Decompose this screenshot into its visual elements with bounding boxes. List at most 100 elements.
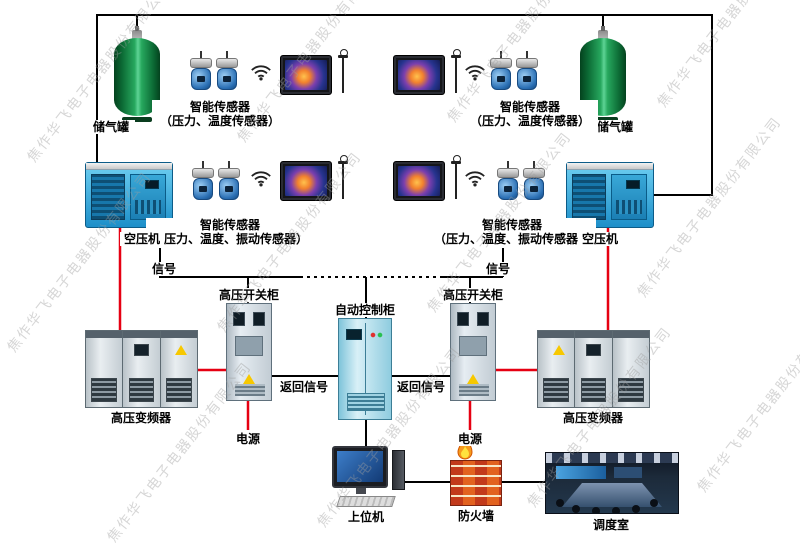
computer-monitor	[332, 446, 388, 488]
sensor-antenna-icon	[228, 161, 230, 169]
cabinet-vent	[543, 378, 569, 402]
cabinet-window	[477, 312, 489, 326]
cabinet-window	[133, 344, 150, 356]
sensor-device	[497, 161, 519, 202]
chair	[592, 507, 600, 513]
tank-label-right: 储气罐	[591, 120, 639, 134]
sensor-label-detail: （压力、温度、振动传感器）	[151, 232, 308, 246]
auto-control-cabinet	[338, 318, 392, 420]
monitor-screen	[285, 60, 327, 90]
keyboard	[336, 496, 396, 507]
firewall-label: 防火墙	[454, 509, 498, 523]
chair	[556, 499, 564, 507]
monitor-frame	[280, 55, 332, 95]
chair	[612, 507, 620, 513]
chair	[650, 499, 658, 507]
cabinet-window	[457, 312, 469, 326]
conference-table	[562, 483, 662, 507]
cabinet-window	[253, 312, 265, 326]
sensor-label-mid-left: 智能传感器 （压力、温度、振动传感器）	[146, 218, 314, 246]
sensor-antenna-icon	[533, 161, 535, 169]
sensor-device	[516, 51, 538, 92]
sensor-antenna-icon	[200, 51, 202, 59]
sensor-label-title: 智能传感器	[199, 218, 260, 232]
inverter-cabinet	[537, 330, 576, 408]
sensor-cap	[218, 168, 240, 178]
pipe-right-drop	[654, 14, 713, 196]
wireless-monitor	[393, 49, 465, 97]
sensor-body	[219, 178, 239, 200]
indicator-lights	[369, 331, 385, 339]
inverter-cabinet	[122, 330, 161, 408]
cabinet-vent	[347, 393, 385, 411]
sensor-cap	[490, 58, 512, 68]
sensor-device	[192, 161, 214, 202]
monitor-screen	[398, 166, 440, 196]
sensor-device	[218, 161, 240, 202]
sensor-label-title: 智能传感器	[499, 100, 560, 114]
watermark-text: 焦作华飞电子电器股份有限公司	[653, 0, 800, 110]
sensor-cap	[192, 168, 214, 178]
wifi-icon	[465, 65, 485, 81]
chair	[572, 505, 580, 513]
compressor-door	[91, 174, 125, 220]
sensor-label-top-right: 智能传感器 （压力、温度传感器）	[462, 100, 598, 128]
sensor-device	[190, 51, 212, 92]
dispatch-label: 调度室	[589, 518, 633, 532]
inverter-cabinet	[611, 330, 650, 408]
tank-base	[588, 117, 618, 122]
cabinet-vent	[618, 378, 644, 402]
monitor-screen	[285, 166, 327, 196]
sensor-antenna-icon	[507, 161, 509, 169]
sensor-device	[216, 51, 238, 92]
sensor-body	[524, 178, 544, 200]
computer-screen	[337, 451, 383, 482]
antenna-icon	[338, 49, 348, 93]
antenna-icon	[451, 49, 461, 93]
sensor-cap	[523, 168, 545, 178]
compressor-label-left: 空压机	[120, 232, 164, 246]
sensor-label-top-left: 智能传感器 （压力、温度传感器）	[152, 100, 288, 128]
chair	[632, 505, 640, 513]
compressor-label-right: 空压机	[578, 232, 622, 246]
sensor-label-detail: （压力、温度传感器）	[469, 114, 590, 128]
cabinet-panel	[235, 336, 263, 356]
sensor-antenna-icon	[500, 51, 502, 59]
wireless-monitor	[280, 155, 352, 203]
inverter-cabinet	[574, 330, 613, 408]
watermark-text: 焦作华飞电子电器股份有限公司	[633, 113, 785, 300]
inverter-cabinet	[159, 330, 198, 408]
compressor-vent	[616, 200, 642, 214]
cabinet-display	[346, 329, 362, 340]
sensor-label-mid-right: 智能传感器 （压力、温度、振动传感器）	[428, 218, 596, 246]
signal-label-right: 信号	[480, 262, 516, 276]
warning-triangle-icon	[175, 345, 188, 355]
monitor-screen	[398, 60, 440, 90]
monitor-frame	[393, 55, 445, 95]
sensor-body	[517, 68, 537, 90]
wifi-icon	[251, 171, 271, 187]
inverter-label-right: 高压变频器	[559, 411, 627, 425]
dispatch-room-photo	[545, 452, 679, 514]
cabinet-vent	[91, 378, 117, 402]
power-label-right: 电源	[454, 432, 486, 446]
tank-label-left: 储气罐	[87, 120, 135, 134]
inverter-cabinet	[85, 330, 124, 408]
sensor-label-detail: （压力、温度、振动传感器）	[433, 232, 590, 246]
sensor-body	[193, 178, 213, 200]
sensor-cap	[190, 58, 212, 68]
cabinet-panel	[459, 336, 487, 356]
compressor-panel	[130, 174, 166, 220]
return-signal-label-left: 返回信号	[276, 380, 332, 394]
air-compressor-left	[85, 162, 173, 228]
control-cabinet-label: 自动控制柜	[329, 303, 401, 317]
compressor-display	[145, 180, 159, 189]
sensor-body	[191, 68, 211, 90]
wireless-monitor	[280, 49, 352, 97]
sensor-body	[491, 68, 511, 90]
sensor-cap	[216, 58, 238, 68]
cabinet-window	[585, 344, 602, 356]
wireless-monitor	[393, 155, 465, 203]
cabinet-vent	[166, 378, 192, 402]
air-compressor-right	[566, 162, 654, 228]
